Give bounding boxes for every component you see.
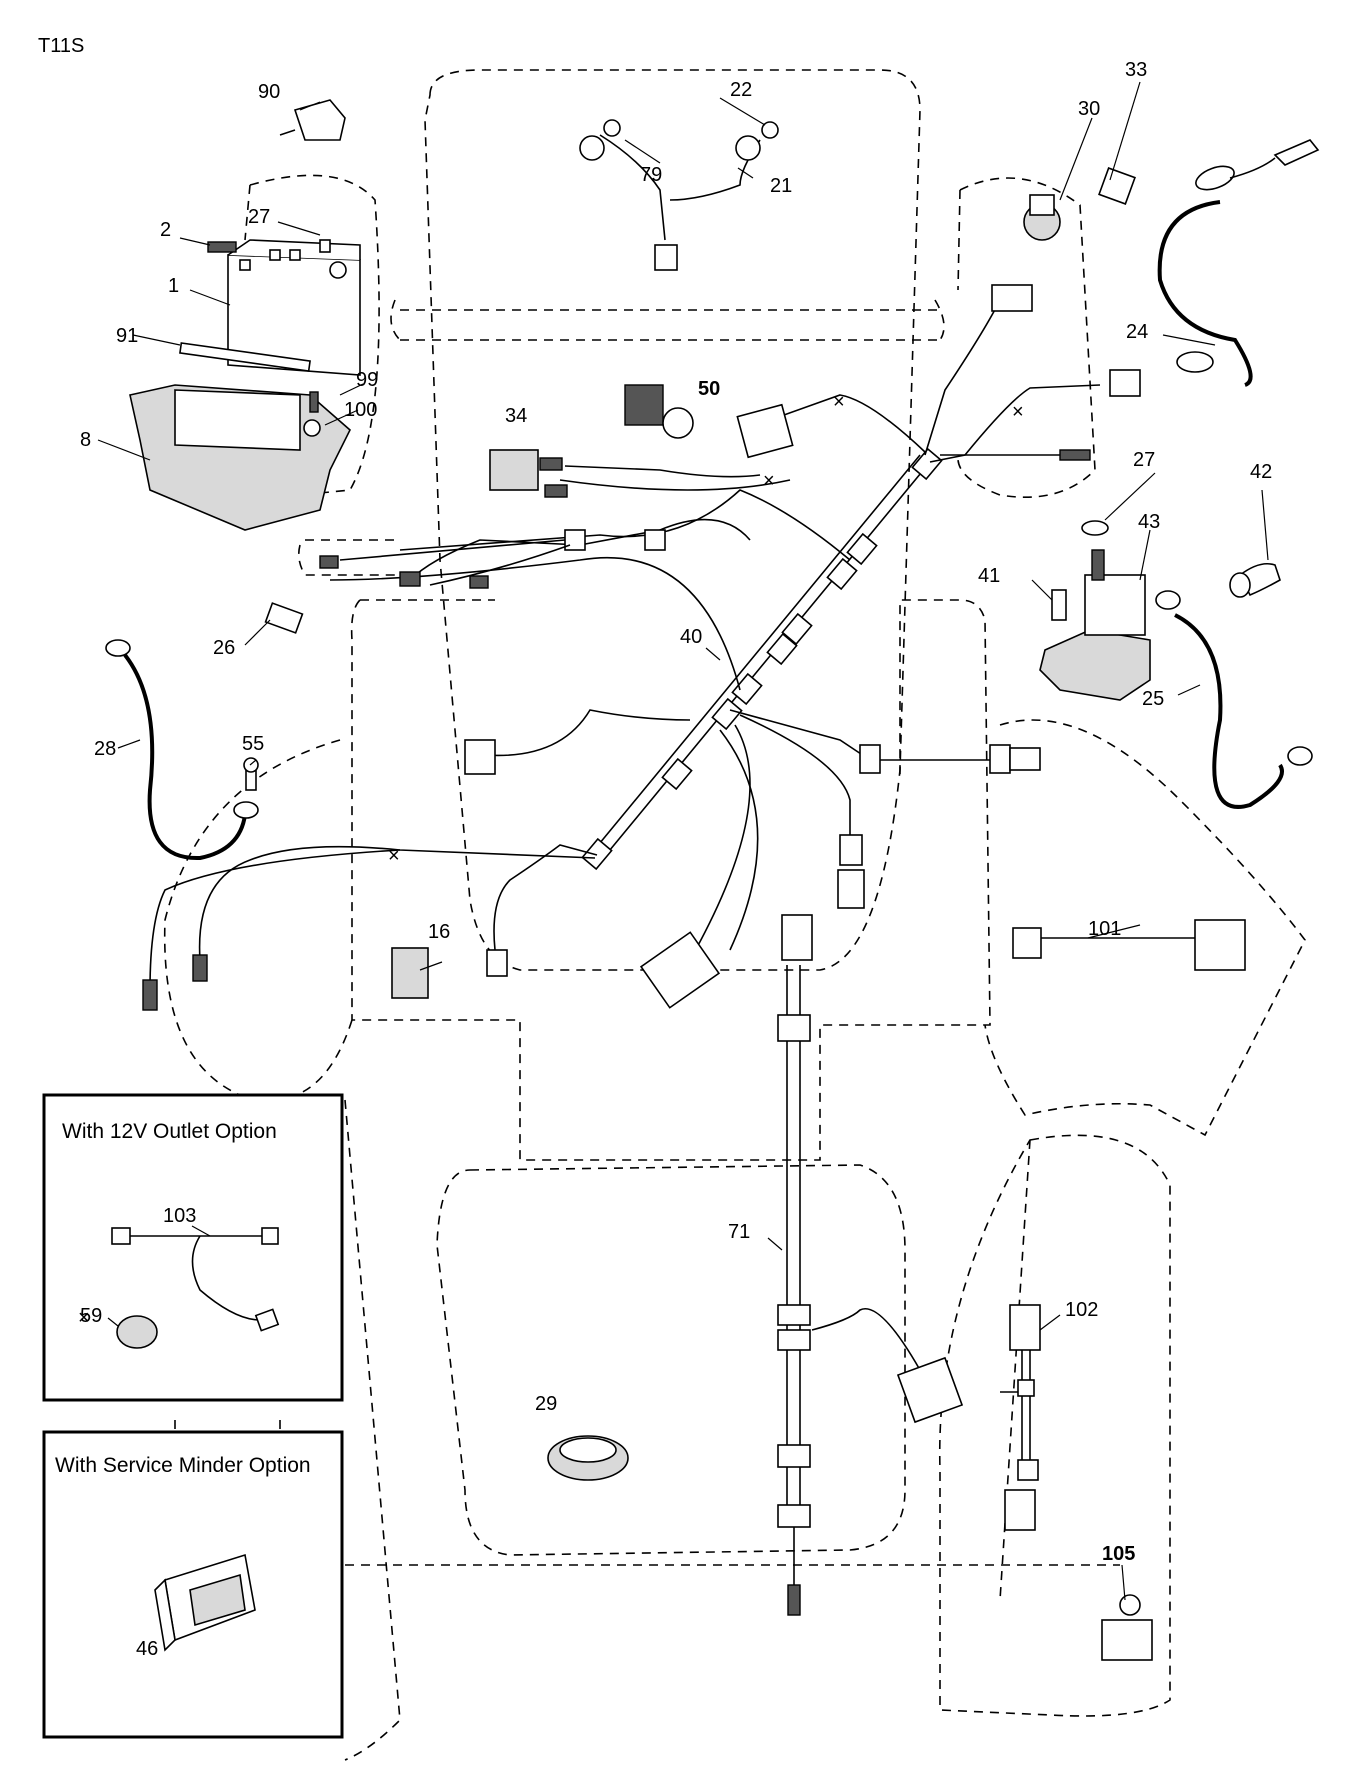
terminal (192, 954, 208, 982)
callout-25: 25 (1142, 688, 1164, 710)
page-code: T11S (38, 35, 84, 57)
harness-clip (766, 632, 798, 666)
callout-26: 26 (213, 637, 235, 659)
svg-text:×: × (833, 391, 845, 413)
option-title-service: With Service Minder Option (55, 1454, 311, 1477)
terminal (787, 1584, 801, 1616)
callout-27: 27 (248, 206, 270, 228)
option-box-service-minder: With Service Minder Option 46 (42, 1430, 344, 1739)
callout-21: 21 (770, 175, 792, 197)
harness-clip (564, 529, 586, 551)
connector (837, 869, 865, 909)
terminal (399, 571, 421, 587)
relay (391, 947, 429, 999)
battery-assembly (129, 239, 361, 531)
harness-clip (581, 837, 613, 871)
connector (896, 1356, 964, 1424)
callout-71: 71 (728, 1221, 750, 1243)
callout-59: 59 (80, 1305, 102, 1327)
svg-text:×: × (388, 845, 400, 867)
lower-harness (777, 914, 964, 1616)
callout-27-right: 27 (1133, 449, 1155, 471)
part-34 (489, 449, 539, 491)
callout-91: 91 (116, 325, 138, 347)
harness-clip (777, 1304, 811, 1326)
callout-103: 103 (163, 1205, 196, 1227)
connector (639, 931, 721, 1009)
option-box-12v-outlet: With 12V Outlet Option 103 × 59 (42, 1093, 344, 1402)
callout-102: 102 (1065, 1299, 1098, 1321)
callout-41: 41 (978, 565, 1000, 587)
ignition-key (1098, 167, 1136, 205)
callout-99: 99 (356, 369, 378, 391)
callout-29: 29 (535, 1393, 557, 1415)
svg-text:×: × (763, 470, 775, 492)
connector (1009, 747, 1041, 771)
callout-2: 2 (160, 219, 171, 241)
svg-text:×: × (78, 1307, 90, 1329)
harness-clip (644, 529, 666, 551)
callout-42: 42 (1250, 461, 1272, 483)
terminal (544, 484, 568, 498)
parts (105, 99, 1320, 1661)
harness-clip (826, 557, 858, 591)
harness-clip (777, 1329, 811, 1351)
callout-30: 30 (1078, 98, 1100, 120)
harness-clip (781, 612, 813, 646)
callout-8: 8 (80, 429, 91, 451)
terminal (319, 555, 339, 569)
callout-16: 16 (428, 921, 450, 943)
harness-clip (661, 757, 693, 791)
harness-clip (859, 744, 881, 774)
harness-clip (846, 532, 878, 566)
harness-clip (731, 672, 763, 706)
decal (736, 403, 794, 459)
callout-90: 90 (258, 81, 280, 103)
option-title-12v: With 12V Outlet Option (62, 1120, 277, 1143)
connector (1109, 369, 1141, 397)
callout-79: 79 (640, 164, 662, 186)
callout-101: 101 (1088, 918, 1121, 940)
connector (839, 834, 863, 866)
callout-46: 46 (136, 1638, 158, 1660)
harness-clip (777, 1444, 811, 1468)
connector (991, 284, 1033, 312)
callout-22: 22 (730, 79, 752, 101)
power-outlet (116, 1315, 158, 1349)
callout-33: 33 (1125, 59, 1147, 81)
harness-clip (777, 1504, 811, 1528)
callout-numbers: 2 1 91 8 27 99 100 90 22 79 21 30 33 24 … (80, 59, 1272, 1565)
harness-clip (911, 447, 943, 481)
harness-clip (711, 697, 743, 731)
callout-40: 40 (680, 626, 702, 648)
terminal (142, 979, 158, 1011)
callout-24: 24 (1126, 321, 1148, 343)
harness-clip (989, 744, 1011, 774)
connector (464, 739, 496, 775)
terminal (539, 457, 563, 471)
callout-55: 55 (242, 733, 264, 755)
solenoid (1039, 629, 1151, 701)
connector (781, 914, 813, 961)
part-50 (624, 384, 664, 426)
callout-43: 43 (1138, 511, 1160, 533)
callout-100: 100 (344, 399, 377, 421)
terminal (469, 575, 489, 589)
part-90 (293, 99, 346, 141)
leader-lines (97, 81, 1269, 1601)
callout-50: 50 (698, 378, 720, 400)
connector (486, 949, 508, 977)
harness-clip (777, 1014, 811, 1042)
terminal (1059, 449, 1091, 461)
callout-105: 105 (1102, 1543, 1135, 1565)
callout-28: 28 (94, 738, 116, 760)
callout-34: 34 (505, 405, 527, 427)
callout-1: 1 (168, 275, 179, 297)
svg-text:×: × (1012, 401, 1024, 423)
